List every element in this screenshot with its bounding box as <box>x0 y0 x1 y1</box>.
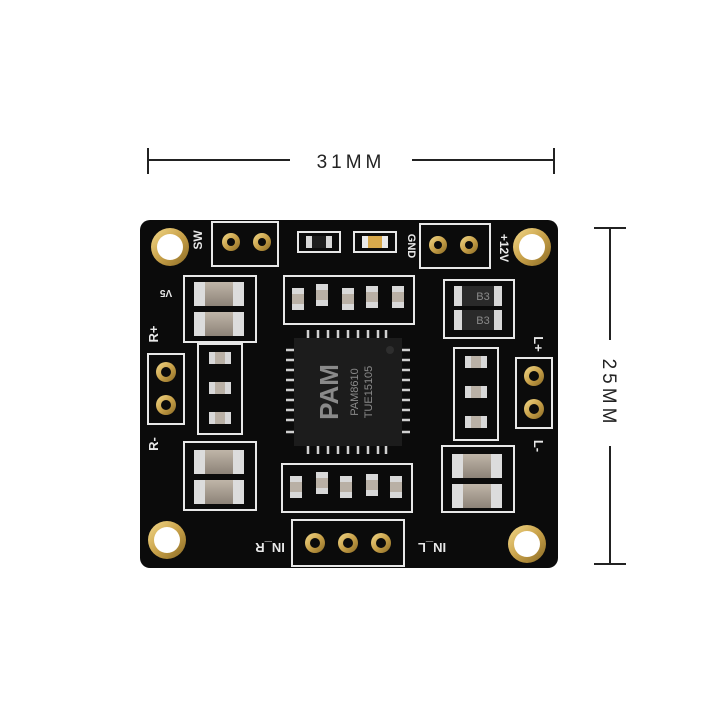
mounting-hole <box>151 228 189 266</box>
right-speaker-header <box>147 353 185 425</box>
l-plus-label: L+ <box>531 336 546 352</box>
r-minus-label: R- <box>146 437 161 451</box>
width-label: 31MM <box>317 152 386 173</box>
chip-logo: PAM <box>314 364 344 420</box>
smd-stack-right <box>453 347 499 441</box>
resistor-row-top <box>283 275 415 325</box>
switch-header <box>211 221 279 267</box>
capacitor-group-right-bottom <box>441 445 515 513</box>
smd-stack-left <box>197 343 243 435</box>
sw-label: SW <box>191 230 205 250</box>
regulator-group: B3 B3 <box>443 279 515 339</box>
in-l-label: IN_L <box>418 540 446 555</box>
power-header <box>419 223 491 269</box>
audio-input-header <box>291 519 405 567</box>
mounting-hole <box>513 228 551 266</box>
in-r-label: IN_R <box>255 540 285 555</box>
width-dimension: 31MM <box>147 148 555 174</box>
l-minus-label: L- <box>531 440 546 452</box>
pcb-board: SW GND +12V V5 <box>140 220 558 568</box>
top-resistor <box>297 231 341 253</box>
regulator-marking: B3 <box>476 315 489 327</box>
height-dimension: 25MM <box>594 227 626 565</box>
power-led <box>353 231 397 253</box>
capacitor-group-left-top <box>183 275 257 343</box>
mounting-hole <box>148 521 186 559</box>
chip-part-number: PAM8610 <box>349 368 361 416</box>
capacitor-group-left-bottom <box>183 441 257 511</box>
plus12v-label: +12V <box>497 234 511 262</box>
r-plus-label: R+ <box>146 325 161 342</box>
resistor-row-bottom <box>281 463 413 513</box>
amplifier-chip: PAM PAM8610 TUE15105 <box>286 330 410 454</box>
mounting-hole <box>508 525 546 563</box>
regulator-marking: B3 <box>476 291 489 303</box>
height-label: 25MM <box>598 359 619 428</box>
gnd-label: GND <box>405 234 417 259</box>
v5-label: V5 <box>159 287 172 298</box>
left-speaker-header <box>515 357 553 429</box>
chip-lot-code: TUE15105 <box>363 366 375 419</box>
